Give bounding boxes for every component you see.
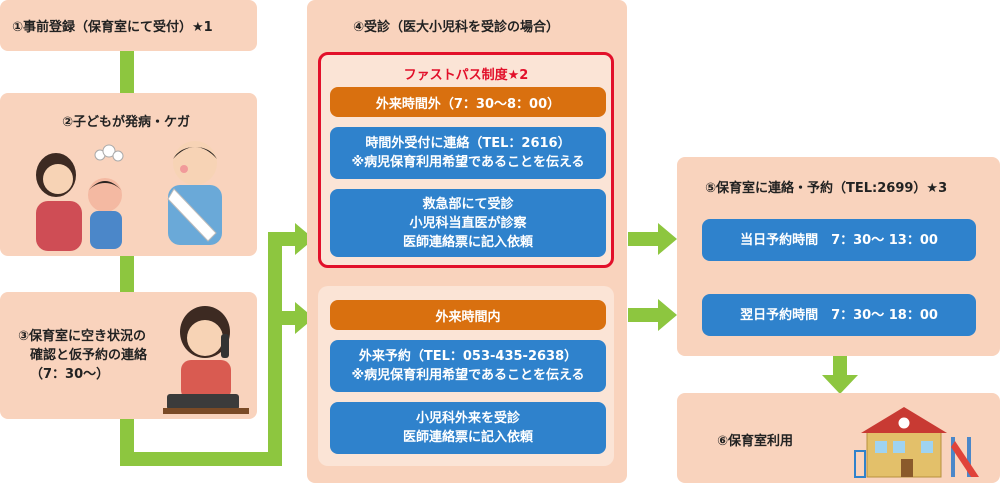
arrow-to-regular bbox=[268, 302, 314, 334]
nextday-reservation: 翌日予約時間 7：30～ 18：00 bbox=[702, 294, 976, 336]
step3-panel: ③保育室に空き状況の 確認と仮予約の連絡 （7：30～） bbox=[0, 292, 257, 419]
step4-title: ④受診（医大小児科を受診の場合） bbox=[353, 20, 560, 35]
step6-panel: ⑥保育室利用 bbox=[677, 393, 1000, 483]
fastpass-contact-line2: ※病児保育利用希望であることを伝える bbox=[351, 155, 585, 170]
sameday-label: 当日予約時間 7：30～ 13：00 bbox=[740, 232, 938, 248]
regular-visit-line1: 小児科外来を受診 bbox=[415, 411, 520, 426]
step1-label: ①事前登録（保育室にて受付）★1 bbox=[12, 20, 213, 35]
step5-title: ⑤保育室に連絡・予約（TEL:2699）★3 bbox=[705, 181, 948, 196]
sameday-reservation: 当日予約時間 7：30～ 13：00 bbox=[702, 219, 976, 261]
step3-line3: （7：30～） bbox=[30, 367, 110, 382]
fastpass-hours: 外来時間外（7：30～8：00） bbox=[330, 87, 606, 117]
injured-child-illustration bbox=[167, 141, 222, 245]
regular-hours-label: 外来時間内 bbox=[435, 309, 501, 325]
nextday-label: 翌日予約時間 7：30～ 18：00 bbox=[740, 307, 938, 323]
fastpass-er: 救急部にて受診 小児科当直医が診察 医師連絡票に記入依頼 bbox=[330, 189, 606, 257]
fastpass-contact-line1: 時間外受付に連絡（TEL：2616） bbox=[365, 136, 571, 151]
arrow-to-nextday bbox=[628, 299, 677, 331]
regular-hours: 外来時間内 bbox=[330, 300, 606, 330]
connector-2-3 bbox=[120, 256, 134, 292]
regular-reserve-line1: 外来予約（TEL：053-435-2638） bbox=[358, 349, 578, 364]
arrow-to-step6 bbox=[822, 356, 858, 394]
arrow-to-sameday bbox=[628, 223, 677, 255]
sick-child-illustration bbox=[36, 144, 124, 251]
regular-reserve: 外来予約（TEL：053-435-2638） ※病児保育利用希望であることを伝え… bbox=[330, 340, 606, 392]
mother-phone-illustration bbox=[163, 306, 249, 414]
fastpass-er-line2: 小児科当直医が診察 bbox=[409, 215, 527, 231]
fastpass-er-line1: 救急部にて受診 bbox=[422, 196, 514, 212]
step2-panel: ②子どもが発病・ケガ bbox=[0, 93, 257, 256]
step3-line2: 確認と仮予約の連絡 bbox=[30, 348, 148, 363]
regular-reserve-line2: ※病児保育利用希望であることを伝える bbox=[351, 368, 585, 383]
step2-label: ②子どもが発病・ケガ bbox=[62, 115, 191, 130]
regular-visit: 小児科外来を受診 医師連絡票に記入依頼 bbox=[330, 402, 606, 454]
connector-bottom bbox=[120, 452, 280, 466]
step1-panel: ①事前登録（保育室にて受付）★1 bbox=[0, 0, 257, 51]
connector-vertical bbox=[268, 232, 282, 466]
regular-visit-line2: 医師連絡票に記入依頼 bbox=[402, 430, 533, 445]
step6-label: ⑥保育室利用 bbox=[717, 434, 794, 449]
fastpass-contact: 時間外受付に連絡（TEL：2616） ※病児保育利用希望であることを伝える bbox=[330, 127, 606, 179]
connector-1-2 bbox=[120, 50, 134, 95]
step3-line1: ③保育室に空き状況の bbox=[18, 329, 147, 344]
fastpass-title: ファストパス制度★2 bbox=[403, 68, 529, 83]
fastpass-er-line3: 医師連絡票に記入依頼 bbox=[402, 234, 533, 250]
nursery-building-illustration bbox=[854, 407, 979, 478]
arrow-to-fastpass bbox=[268, 223, 314, 255]
fastpass-hours-label: 外来時間外（7：30～8：00） bbox=[375, 96, 561, 112]
